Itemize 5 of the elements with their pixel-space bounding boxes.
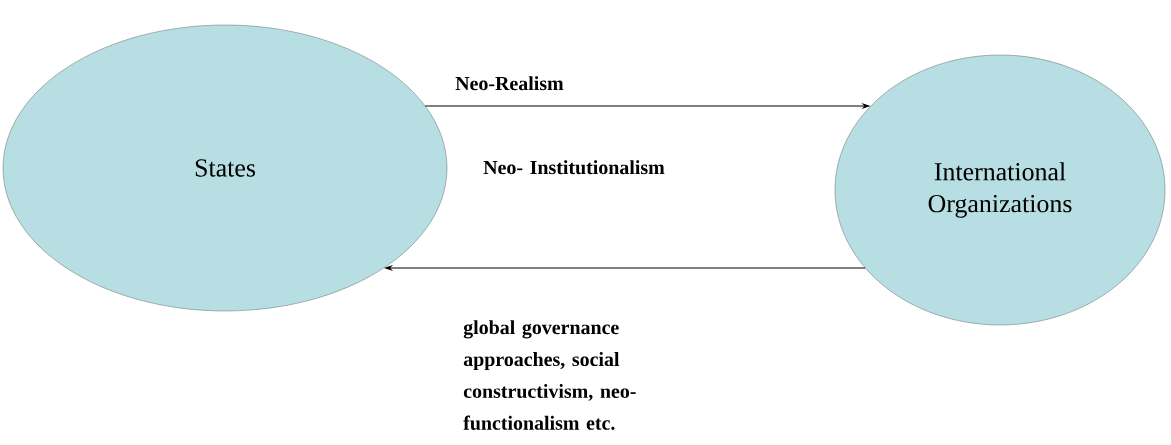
edge-label: Neo-Realism [455,76,564,91]
ellipse-node: International Organizations [834,54,1166,326]
edge-label: Neo- Institutionalism [483,160,665,175]
ellipse-node: States [2,24,448,312]
note-text: global governance approaches, social constructivism, neo- functionalism etc. [463,320,636,430]
